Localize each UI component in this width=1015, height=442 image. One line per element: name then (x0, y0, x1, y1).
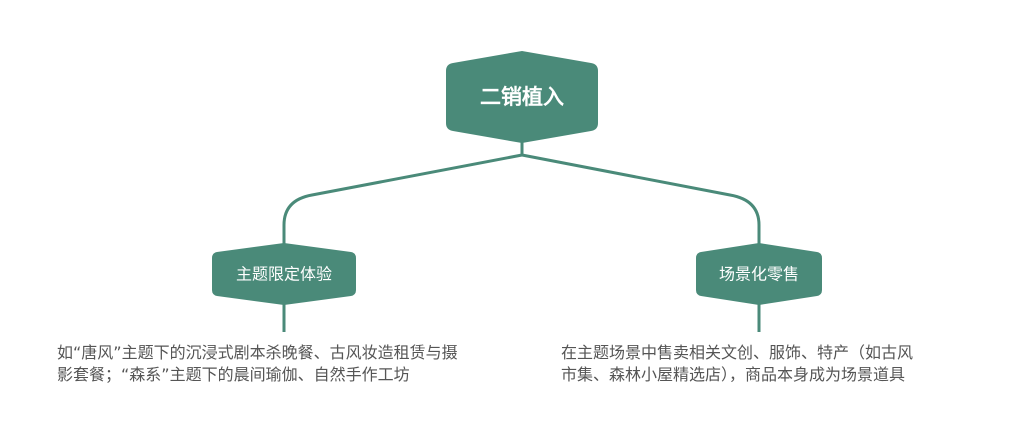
branch-node-1-label: 主题限定体验 (236, 265, 332, 284)
branch-2-description-line: 市集、森林小屋精选店），商品本身成为场景道具 (561, 365, 906, 384)
branch-2-description-line: 在主题场景中售卖相关文创、服饰、特产（如古风 (561, 343, 914, 362)
root-node-shape (446, 51, 598, 143)
branch-1-description-line: 如“唐风”主题下的沉浸式剧本杀晚餐、古风妆造租赁与摄 (57, 343, 458, 362)
branch-node-1-shape (212, 243, 356, 305)
branch-node-scene-retail[interactable]: 场景化零售 (696, 243, 822, 305)
branch-node-2-shape (696, 243, 822, 305)
branch-1-description-line: 影套餐；“森系”主题下的晨间瑜伽、自然手作工坊 (57, 365, 410, 384)
root-node[interactable]: 二销植入 (446, 51, 598, 143)
branch-2-description: 在主题场景中售卖相关文创、服饰、特产（如古风 市集、森林小屋精选店），商品本身成… (561, 342, 913, 386)
branch-node-theme-experience[interactable]: 主题限定体验 (212, 243, 356, 305)
root-node-label: 二销植入 (480, 85, 564, 109)
connector-to-branch-1 (282, 153, 523, 248)
connectors (282, 140, 761, 332)
branch-1-description: 如“唐风”主题下的沉浸式剧本杀晚餐、古风妆造租赁与摄 影套餐；“森系”主题下的晨… (57, 342, 458, 386)
connector-to-branch-2 (521, 153, 761, 248)
branch-node-2-label: 场景化零售 (719, 265, 799, 284)
